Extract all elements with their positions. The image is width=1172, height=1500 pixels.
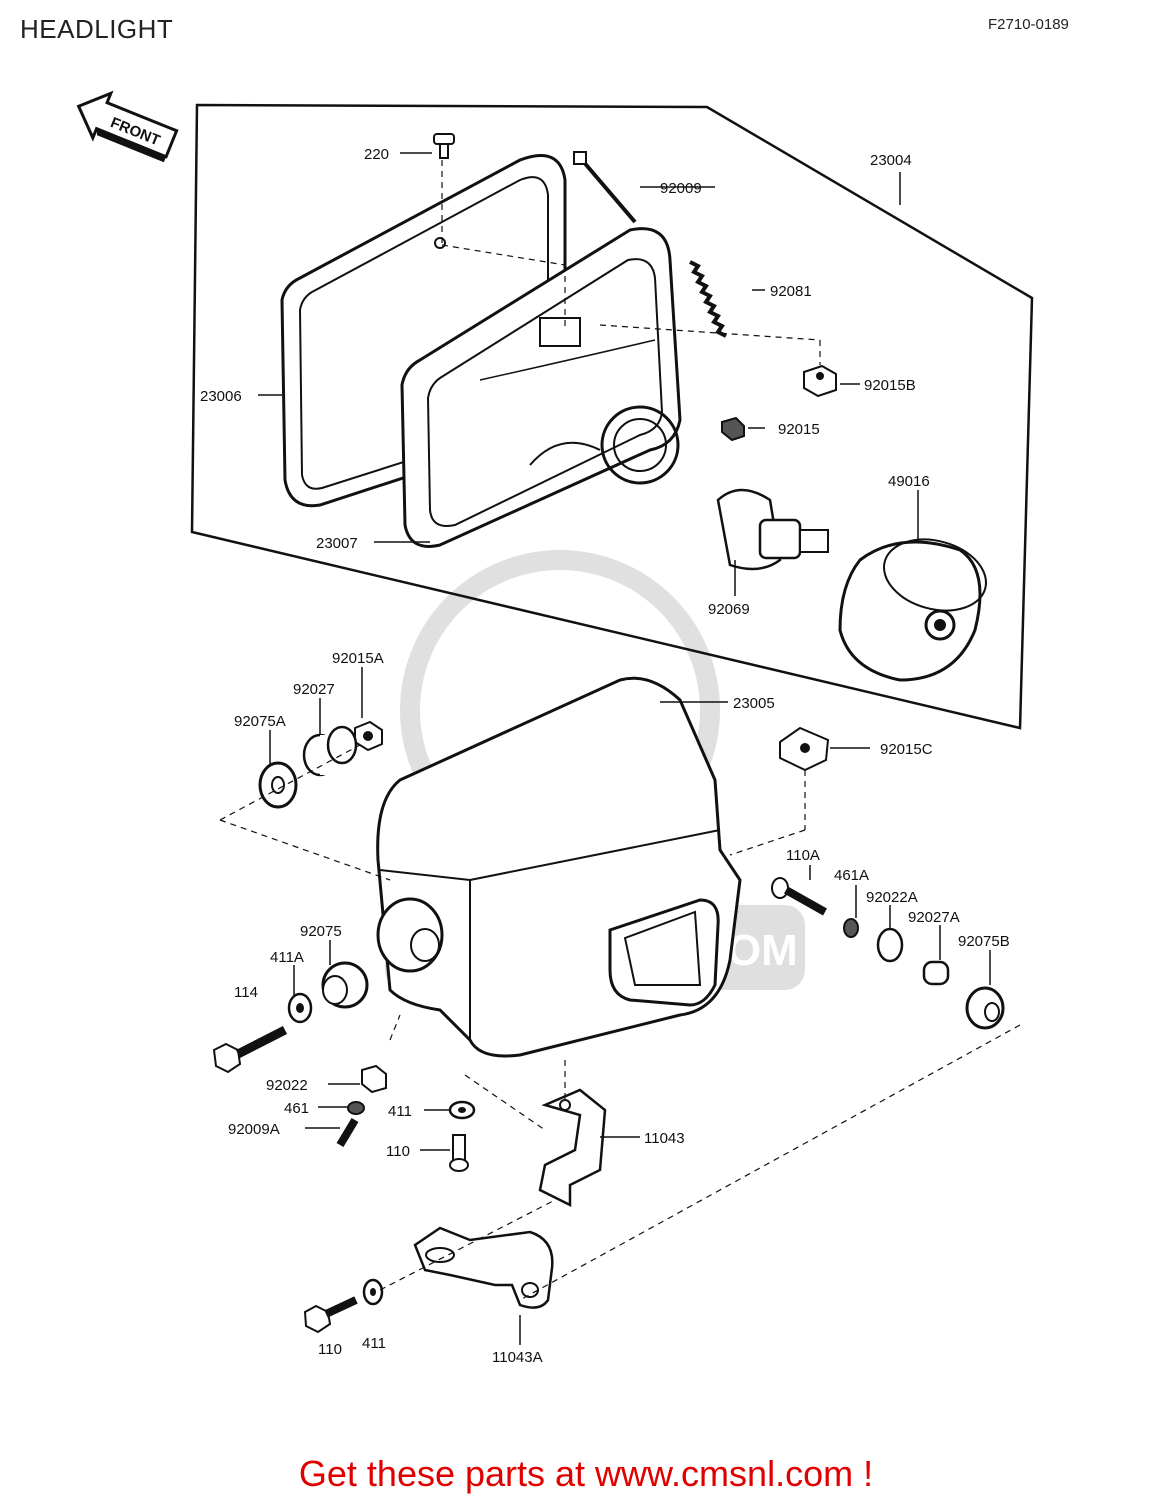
grommet-92075-icon [321,961,369,1009]
part-label-220: 220 [364,146,389,163]
bolt-110A-icon [771,877,827,916]
part-label-11043: 11043 [644,1130,685,1147]
part-label-110A: 110A [786,847,820,864]
bolt-110-lower-icon [303,1296,358,1334]
part-label-110-lower: 110 [318,1341,342,1358]
part-label-92027: 92027 [293,681,335,698]
collar-92027A-icon [922,960,950,986]
part-label-114: 114 [234,984,258,1001]
part-label-92081: 92081 [770,283,812,300]
part-label-11043A: 11043A [492,1349,543,1366]
washer-92075A-icon [258,761,298,809]
headlight-exploded-diagram: WWW.CMSNL.COM FRONT [76,90,1034,1366]
leader-lines [258,152,991,1345]
part-label-23004: 23004 [870,152,912,169]
washer-92022A-icon [876,927,904,963]
part-label-92069: 92069 [708,601,750,618]
bracket-11043-icon [538,1088,607,1208]
part-label-92009A: 92009A [228,1121,280,1138]
grommet-92075B-icon [965,986,1005,1030]
nut-92022-icon [361,1064,387,1094]
washer-461A-icon [843,918,859,938]
part-label-92022A: 92022A [866,889,918,906]
bolt-110-icon [449,1134,469,1172]
spring-92081-icon [689,260,727,338]
part-label-92075: 92075 [300,923,342,940]
part-label-461: 461 [284,1100,309,1117]
part-label-92022: 92022 [266,1077,308,1094]
part-label-110: 110 [386,1143,410,1160]
part-label-92075A: 92075A [234,713,286,730]
washer-411-icon [448,1100,476,1120]
part-label-23006: 23006 [200,388,242,405]
upper-assembly-boundary [190,103,1034,730]
part-label-92015: 92015 [778,421,820,438]
part-label-49016: 49016 [888,473,930,490]
bolt-114-icon [212,1025,288,1074]
nut-92015B-icon [803,364,837,398]
front-arrow-icon: FRONT [76,90,179,163]
part-label-92015B: 92015B [864,377,916,394]
page-title: HEADLIGHT [20,14,174,44]
part-label-461A: 461A [834,867,869,884]
headlight-housing-23005 [376,676,742,1058]
diagram-code: F2710-0189 [988,16,1069,33]
bracket-11043A-icon [413,1226,554,1309]
part-label-411-lower: 411 [362,1335,386,1352]
part-label-92015C: 92015C [880,741,933,758]
part-label-92015A: 92015A [332,650,384,667]
part-label-23007: 23007 [316,535,358,552]
clip-nut-92015C-icon [779,726,830,772]
washer-411A-icon [287,992,313,1024]
washer-461-icon [347,1101,365,1115]
part-label-92027A: 92027A [908,909,960,926]
part-label-411: 411 [388,1103,412,1120]
part-label-411A: 411A [270,949,304,966]
part-label-92075B: 92075B [958,933,1010,950]
headlight-unit-23007 [400,227,682,548]
bulb-92069-icon [716,488,829,571]
dust-cover-49016-icon [838,538,987,682]
part-label-92009: 92009 [660,180,702,197]
washer-411-lower-icon [362,1278,384,1306]
cmsnl-footer-link[interactable]: Get these parts at www.cmsnl.com ! [298,1453,874,1494]
collar-92027-icon [302,725,358,777]
alignment-dashed-lines [219,160,1021,1301]
bolt-92009A-icon [336,1117,359,1148]
nut-92015-icon [721,416,745,442]
part-label-23005: 23005 [733,695,775,712]
screw-220-icon [433,133,455,159]
screw-92009-icon [573,151,637,224]
